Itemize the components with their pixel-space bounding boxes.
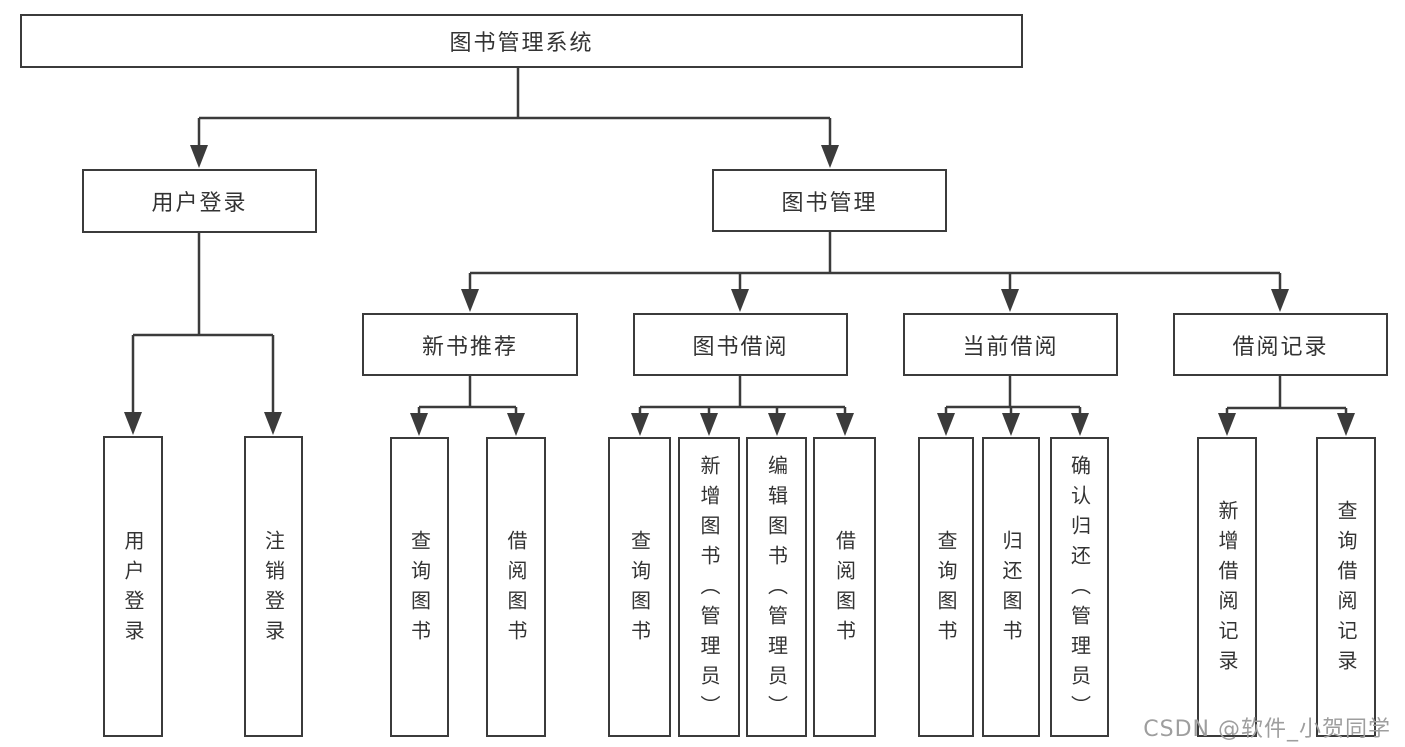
connector-book-manage-to-level3 (461, 232, 1289, 312)
csdn-watermark: CSDN @软件_小贺同学 (1143, 717, 1391, 742)
leaf-br-query-record: 查询借阅记录 (1316, 437, 1376, 737)
leaf-user-login: 用户登录 (103, 436, 163, 737)
leaf-bb-borrow-book: 借阅图书 (813, 437, 876, 737)
connector-root-to-level2 (190, 68, 839, 168)
connector-current-borrow-to-leaves (937, 376, 1089, 436)
node-user-login: 用户登录 (82, 169, 317, 233)
connector-borrow-record-to-leaves (1218, 376, 1355, 436)
node-new-book-recommend: 新书推荐 (362, 313, 578, 376)
node-book-manage: 图书管理 (712, 169, 947, 232)
connector-user-login-to-leaves (124, 233, 282, 435)
leaf-nb-query-book: 查询图书 (390, 437, 449, 737)
node-root: 图书管理系统 (20, 14, 1023, 68)
connector-new-book-recommend-to-leaves (410, 376, 525, 436)
leaf-bb-add-book: 新增图书（管理员） (678, 437, 740, 737)
node-book-borrow: 图书借阅 (633, 313, 848, 376)
leaf-bb-edit-book: 编辑图书（管理员） (746, 437, 807, 737)
leaf-cb-query-book: 查询图书 (918, 437, 974, 737)
node-current-borrow: 当前借阅 (903, 313, 1118, 376)
leaf-bb-query-book: 查询图书 (608, 437, 671, 737)
leaf-cb-confirm-return: 确认归还（管理员） (1050, 437, 1109, 737)
leaf-logout: 注销登录 (244, 436, 303, 737)
node-borrow-record: 借阅记录 (1173, 313, 1388, 376)
connector-book-borrow-to-leaves (631, 376, 854, 436)
leaf-br-add-record: 新增借阅记录 (1197, 437, 1257, 737)
leaf-cb-return-book: 归还图书 (982, 437, 1040, 737)
leaf-nb-borrow-book: 借阅图书 (486, 437, 546, 737)
